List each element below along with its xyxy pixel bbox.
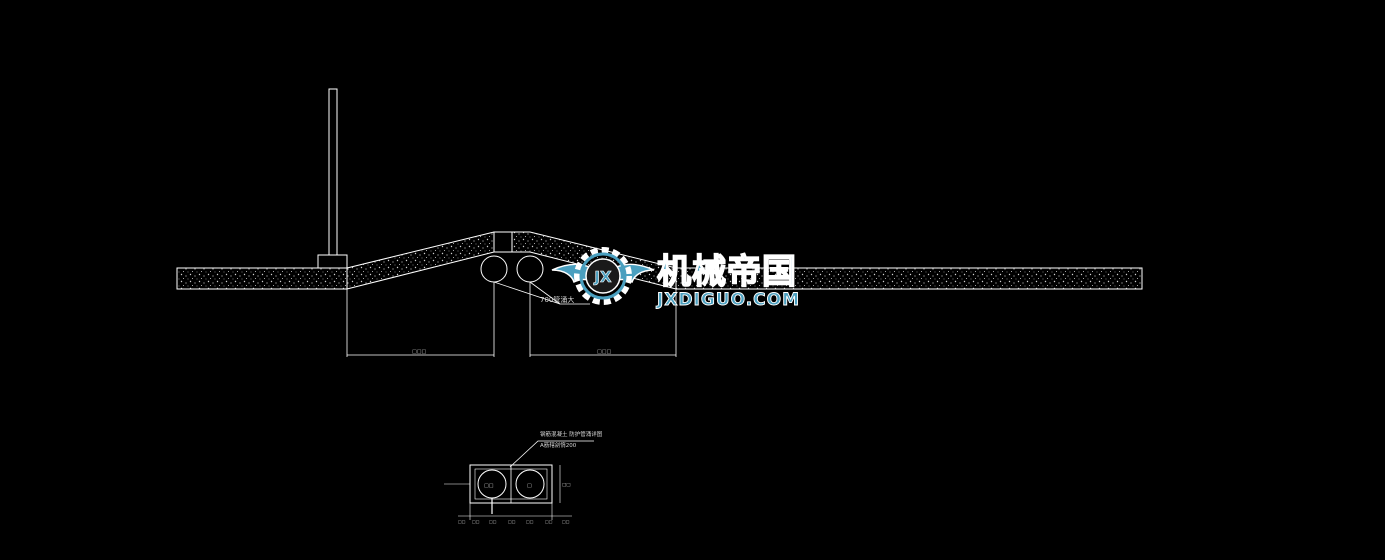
dimension-right: □□□ (529, 282, 677, 357)
detail-note-leader (509, 440, 594, 468)
detail-note-line2: A筋辖刽惰200 (540, 441, 577, 449)
dimension-right-label: □□□ (597, 349, 611, 355)
watermark-name-en: JXDIGUO.COM (656, 290, 800, 310)
signal-post (328, 88, 338, 256)
detail-note-line1: 钢筋混凝土 防护管涌详图 (540, 430, 603, 438)
detail-bottom-dims: □□ □□ □□ □□ □□ □□ □□ (458, 519, 570, 524)
gear-icon (574, 247, 632, 305)
detail-pipe-right (515, 469, 545, 499)
svg-text:□□: □□ (489, 519, 497, 524)
dimension-left: □□□ (346, 282, 495, 357)
dimension-left-label: □□□ (412, 349, 426, 355)
detail-pipe-label-left: □□ (484, 483, 494, 489)
svg-text:□□: □□ (526, 519, 534, 524)
culvert-pipe-right (516, 255, 544, 283)
detail-dim-side: □□ (562, 483, 571, 488)
road-section: 700管涌大 □□□ □□□ (176, 88, 1143, 357)
svg-text:□□: □□ (545, 519, 553, 524)
road-band-right (675, 267, 1143, 290)
detail-pipe-label-right: □ (527, 483, 532, 489)
svg-text:□□: □□ (458, 519, 466, 524)
hump-marker (493, 231, 513, 253)
pipe-leader-2 (529, 281, 561, 305)
svg-text:□□: □□ (472, 519, 480, 524)
pipe-callout: 700管涌大 (540, 295, 574, 304)
road-band-left (176, 267, 348, 290)
badge-text: JX (593, 268, 612, 286)
svg-text:□□: □□ (562, 519, 570, 524)
culvert-detail: 钢筋混凝土 防护管涌详图 A筋辖刽惰200 □□ □ □□ □□ □□ □□ □… (444, 430, 603, 524)
watermark-name-cn: 机械帝国 (657, 252, 797, 292)
svg-text:□□: □□ (508, 519, 516, 524)
culvert-pipe-left (480, 255, 508, 283)
watermark-logo: JX 机械帝国 JXDIGUO.COM (551, 247, 800, 310)
post-base (317, 254, 348, 269)
